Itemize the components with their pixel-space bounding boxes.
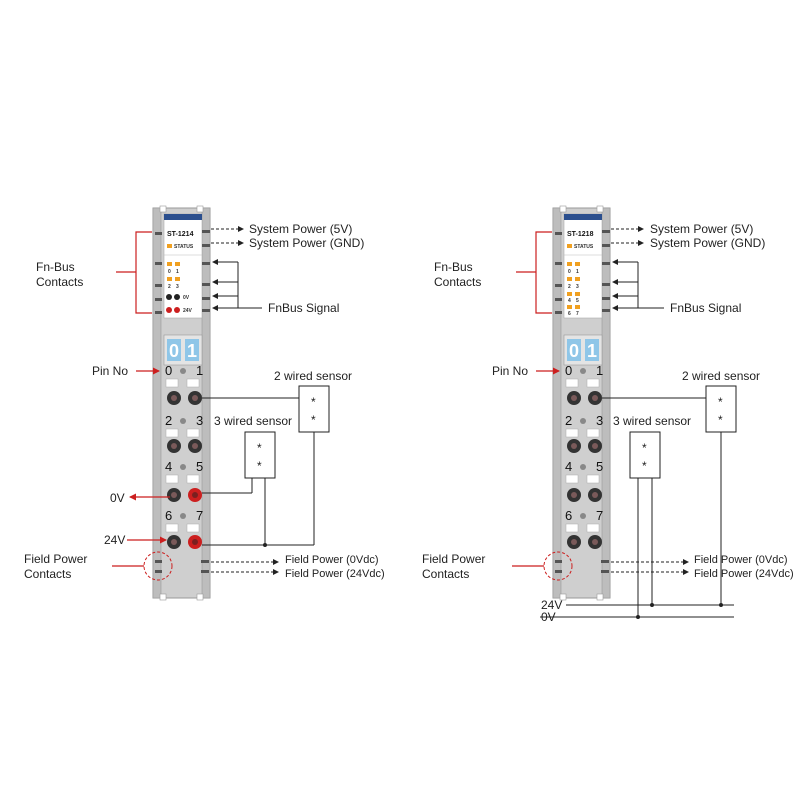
right-three-wired-mark-2: * bbox=[642, 459, 647, 473]
left-fnbus-signal: FnBus Signal bbox=[268, 301, 339, 315]
left-two-wired-label: 2 wired sensor bbox=[274, 369, 352, 383]
right-two-wired-mark-2: * bbox=[718, 413, 723, 427]
right-led-5: 5 bbox=[576, 298, 579, 304]
left-system-power-gnd: System Power (GND) bbox=[249, 236, 364, 250]
right-two-wired-label: 2 wired sensor bbox=[682, 369, 760, 383]
left-diagram: ST-1214 STATUS 0 1 2 3 0V 24V 0 1 bbox=[24, 205, 385, 601]
right-module: ST-1218 STATUS 0 1 2 3 4 5 6 7 0 1 bbox=[552, 205, 611, 601]
left-0v-label: 0V bbox=[110, 491, 125, 505]
right-pin-1: 1 bbox=[596, 363, 603, 378]
left-rail-0v: 0V bbox=[183, 295, 190, 301]
right-display-digit-0: 0 bbox=[569, 341, 579, 361]
right-led-4: 4 bbox=[568, 298, 571, 304]
left-led-2: 2 bbox=[168, 284, 171, 290]
left-pin-3: 3 bbox=[196, 413, 203, 428]
right-fnbus-signal: FnBus Signal bbox=[670, 301, 741, 315]
left-module: ST-1214 STATUS 0 1 2 3 0V 24V 0 1 bbox=[152, 205, 211, 601]
left-pin-6: 6 bbox=[165, 508, 172, 523]
right-three-wired-label: 3 wired sensor bbox=[613, 414, 691, 428]
left-pin-1: 1 bbox=[196, 363, 203, 378]
right-terminal-rows: 0 1 2 3 4 5 6 bbox=[565, 363, 603, 549]
left-pin-4: 4 bbox=[165, 459, 172, 474]
left-three-wired-label: 3 wired sensor bbox=[214, 414, 292, 428]
right-model-label: ST-1218 bbox=[567, 231, 594, 238]
right-pin-no-label: Pin No bbox=[492, 364, 528, 378]
left-pin-7: 7 bbox=[196, 508, 203, 523]
left-pin-5: 5 bbox=[196, 459, 203, 474]
left-rail-24v: 24V bbox=[183, 308, 193, 314]
right-led-3: 3 bbox=[576, 284, 579, 290]
right-fnbus-contacts-line1: Fn-Bus bbox=[434, 260, 473, 274]
left-three-wired-sensor bbox=[244, 431, 276, 479]
right-pin-0: 0 bbox=[565, 363, 572, 378]
right-pin-5: 5 bbox=[596, 459, 603, 474]
right-led-7: 7 bbox=[576, 311, 579, 317]
right-field-power-24vdc: Field Power (24Vdc) bbox=[694, 568, 794, 580]
left-three-wired-mark-2: * bbox=[257, 459, 262, 473]
left-two-wired-mark-2: * bbox=[311, 413, 316, 427]
left-field-power-contacts-line2: Contacts bbox=[24, 567, 71, 581]
left-two-wired-mark-1: * bbox=[311, 395, 316, 409]
left-led-0: 0 bbox=[168, 269, 171, 275]
right-system-power-5v: System Power (5V) bbox=[650, 222, 753, 236]
left-status-label: STATUS bbox=[174, 244, 194, 250]
left-field-power-contacts-line1: Field Power bbox=[24, 552, 87, 566]
left-system-power-5v: System Power (5V) bbox=[249, 222, 352, 236]
right-display-digit-1: 1 bbox=[587, 341, 597, 361]
right-rail-0v: 0V bbox=[541, 610, 556, 624]
left-display-digit-1: 1 bbox=[187, 341, 197, 361]
right-three-wired-mark-1: * bbox=[642, 441, 647, 455]
left-model-label: ST-1214 bbox=[167, 231, 194, 238]
right-field-power-contacts-line1: Field Power bbox=[422, 552, 485, 566]
right-two-wired-mark-1: * bbox=[718, 395, 723, 409]
right-pin-2: 2 bbox=[565, 413, 572, 428]
right-two-wired-sensor bbox=[705, 385, 737, 433]
right-pin-4: 4 bbox=[565, 459, 572, 474]
right-field-power-contacts-line2: Contacts bbox=[422, 567, 469, 581]
right-pin-7: 7 bbox=[596, 508, 603, 523]
left-two-wired-sensor bbox=[298, 385, 330, 433]
left-pin-no-label: Pin No bbox=[92, 364, 128, 378]
left-field-power-0vdc: Field Power (0Vdc) bbox=[285, 554, 379, 566]
right-field-power-0vdc: Field Power (0Vdc) bbox=[694, 554, 788, 566]
right-system-power-gnd: System Power (GND) bbox=[650, 236, 765, 250]
right-status-label: STATUS bbox=[574, 244, 594, 250]
right-rail-24v: 24V bbox=[541, 598, 562, 612]
right-three-wired-sensor bbox=[629, 431, 661, 479]
right-fnbus-contacts-line2: Contacts bbox=[434, 275, 481, 289]
left-fnbus-contacts-line1: Fn-Bus bbox=[36, 260, 75, 274]
right-led-1: 1 bbox=[576, 269, 579, 275]
left-led-1: 1 bbox=[176, 269, 179, 275]
right-pin-6: 6 bbox=[565, 508, 572, 523]
right-diagram: ST-1218 STATUS 0 1 2 3 4 5 6 7 0 1 bbox=[422, 205, 794, 624]
left-fnbus-contacts-line2: Contacts bbox=[36, 275, 83, 289]
left-led-3: 3 bbox=[176, 284, 179, 290]
left-display-digit-0: 0 bbox=[169, 341, 179, 361]
left-field-power-24vdc: Field Power (24Vdc) bbox=[285, 568, 385, 580]
right-pin-3: 3 bbox=[596, 413, 603, 428]
left-pin-2: 2 bbox=[165, 413, 172, 428]
left-three-wired-mark-1: * bbox=[257, 441, 262, 455]
left-terminal-rows: 0 1 2 3 4 5 6 bbox=[165, 363, 203, 549]
right-led-6: 6 bbox=[568, 311, 571, 317]
left-pin-0: 0 bbox=[165, 363, 172, 378]
left-24v-label: 24V bbox=[104, 533, 125, 547]
right-led-0: 0 bbox=[568, 269, 571, 275]
right-led-2: 2 bbox=[568, 284, 571, 290]
